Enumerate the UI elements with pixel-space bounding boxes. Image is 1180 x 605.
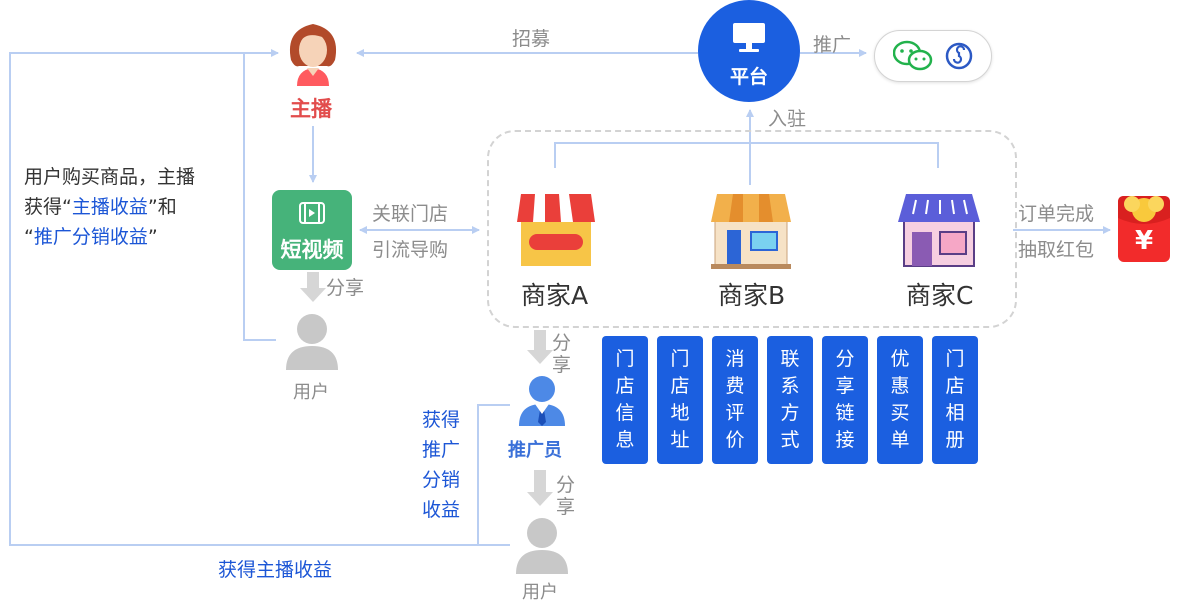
feature-consumer-reviews[interactable]: 消费评价	[712, 336, 758, 464]
note-line1: 用户购买商品，主播	[24, 166, 196, 188]
merchant-a-label: 商家A	[521, 281, 589, 310]
order-done-label: 订单完成	[1018, 203, 1095, 225]
link-store-label: 关联门店	[372, 203, 449, 225]
share-label-promoter: 分享	[556, 474, 576, 518]
monitor-icon	[733, 23, 765, 52]
drive-traffic-label: 引流导购	[372, 239, 449, 261]
settle-in-label: 入驻	[768, 108, 807, 130]
anchor-income-note: 用户购买商品，主播 获得“主播收益”和 “推广分销收益”	[24, 162, 195, 252]
red-envelope-symbol: ¥	[1134, 226, 1154, 256]
anchor-label: 主播	[290, 97, 332, 121]
promoter-income-bracket	[477, 404, 510, 545]
user-label: 用户	[293, 382, 329, 403]
purple-awning-shop-icon	[898, 194, 980, 267]
bottom-user-silhouette-icon	[516, 518, 568, 574]
share-arrow-video	[300, 272, 326, 302]
promoter-income-label: 获得推广 分销收益	[422, 409, 461, 521]
mini-program-icon[interactable]	[945, 42, 973, 70]
feature-store-info[interactable]: 门店信息	[602, 336, 648, 464]
share-label-shops: 分享	[552, 332, 572, 376]
user-silhouette-icon	[286, 314, 338, 370]
promoter-label: 推广员	[508, 440, 562, 461]
short-video-node[interactable]: 短视频	[272, 190, 352, 270]
share-label-video: 分享	[326, 277, 365, 299]
share-channels-pill[interactable]	[874, 30, 992, 82]
note-line3: “推广分销收益”	[24, 226, 158, 248]
merchant-c-label: 商家C	[906, 281, 974, 310]
feature-discount-pay[interactable]: 优惠买单	[877, 336, 923, 464]
anchor-income-loop	[9, 49, 510, 546]
feature-contact[interactable]: 联系方式	[767, 336, 813, 464]
red-envelope-icon: ¥	[1118, 196, 1170, 262]
settle-in-bracket	[554, 142, 939, 168]
promoter-avatar-icon	[519, 376, 565, 426]
feature-store-album[interactable]: 门店相册	[932, 336, 978, 464]
platform-node[interactable]: 平台	[698, 0, 800, 102]
wechat-icon[interactable]	[893, 39, 933, 73]
bottom-user-label: 用户	[522, 582, 558, 603]
anchor-income-label: 获得主播收益	[218, 559, 333, 581]
promote-label: 推广	[813, 34, 852, 56]
share-arrow-promoter	[527, 470, 553, 506]
share-arrows	[300, 272, 553, 506]
recruit-label: 招募	[512, 28, 551, 50]
merchant-b-label: 商家B	[718, 281, 786, 310]
feature-store-address[interactable]: 门店地址	[657, 336, 703, 464]
note-line2: 获得“主播收益”和	[24, 196, 177, 218]
merchant-group	[487, 130, 1017, 328]
orange-awning-shop-icon	[711, 194, 791, 269]
red-awning-shop-icon	[517, 194, 595, 266]
draw-red-envelope-label: 抽取红包	[1018, 239, 1095, 261]
video-play-icon	[299, 202, 325, 224]
short-video-label: 短视频	[280, 238, 344, 262]
platform-label: 平台	[729, 66, 768, 88]
user-loop-line	[243, 53, 276, 341]
feature-share-link[interactable]: 分享链接	[822, 336, 868, 464]
female-anchor-avatar-icon	[289, 24, 337, 86]
share-arrow-shops	[527, 330, 553, 364]
